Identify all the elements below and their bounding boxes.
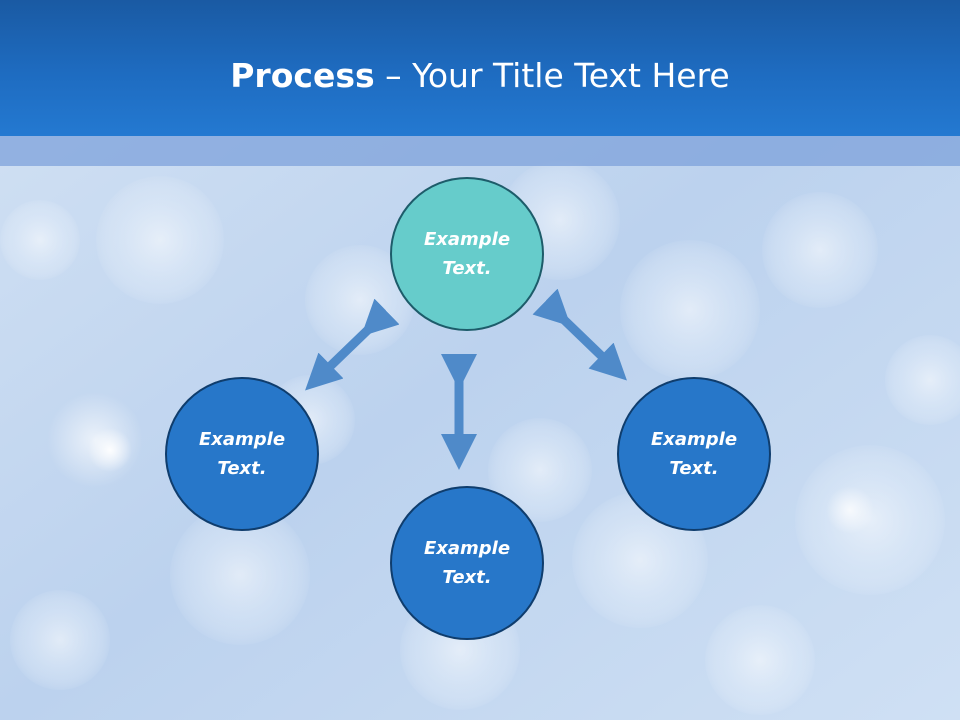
title-band (0, 136, 960, 166)
node-center[interactable]: Example Text. (390, 177, 544, 331)
title-bar (0, 0, 960, 136)
node-bottom[interactable]: Example Text. (390, 486, 544, 640)
node-right[interactable]: Example Text. (617, 377, 771, 531)
arrow-center-right (532, 288, 627, 381)
title-bold-text: Process (230, 56, 375, 95)
node-right-label: Example Text. (650, 429, 738, 479)
node-bottom-label: Example Text. (423, 538, 511, 588)
slide-title[interactable]: Process – Your Title Text Here (0, 54, 960, 98)
node-center-label: Example Text. (423, 229, 511, 279)
title-rest-text: – Your Title Text Here (374, 56, 730, 95)
arrow-center-left (305, 298, 400, 391)
node-left[interactable]: Example Text. (165, 377, 319, 531)
node-left-label: Example Text. (198, 429, 286, 479)
